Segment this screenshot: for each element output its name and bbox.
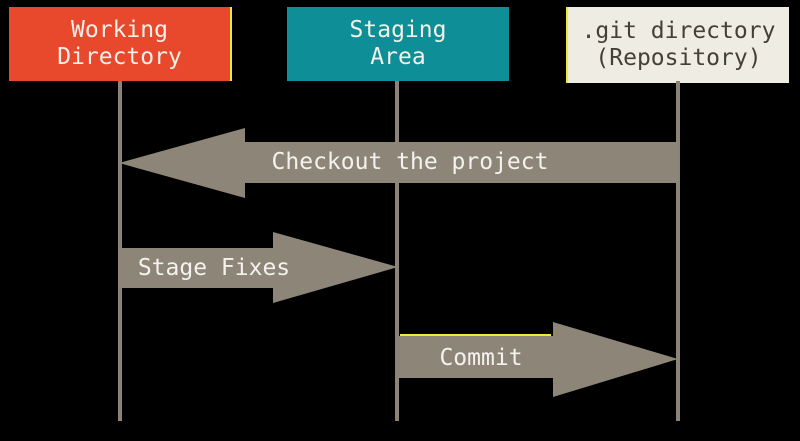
git-directory-lifeline [676, 81, 680, 421]
git-directory-box: .git directory (Repository) [566, 7, 789, 83]
staging-area-label: Staging Area [349, 17, 447, 70]
stage-fixes-arrow: Stage Fixes [119, 232, 398, 303]
working-directory-label: Working Directory [57, 17, 182, 70]
staging-area-box: Staging Area [287, 7, 509, 81]
git-directory-label: .git directory (Repository) [581, 18, 776, 71]
commit-arrow-label: Commit [439, 345, 523, 371]
working-directory-box: Working Directory [9, 7, 232, 81]
checkout-arrow-label: Checkout the project [271, 149, 549, 175]
stage-fixes-arrow-label: Stage Fixes [137, 255, 291, 281]
staging-area-lifeline [395, 81, 399, 421]
commit-arrow-yellow-edge [400, 334, 551, 336]
